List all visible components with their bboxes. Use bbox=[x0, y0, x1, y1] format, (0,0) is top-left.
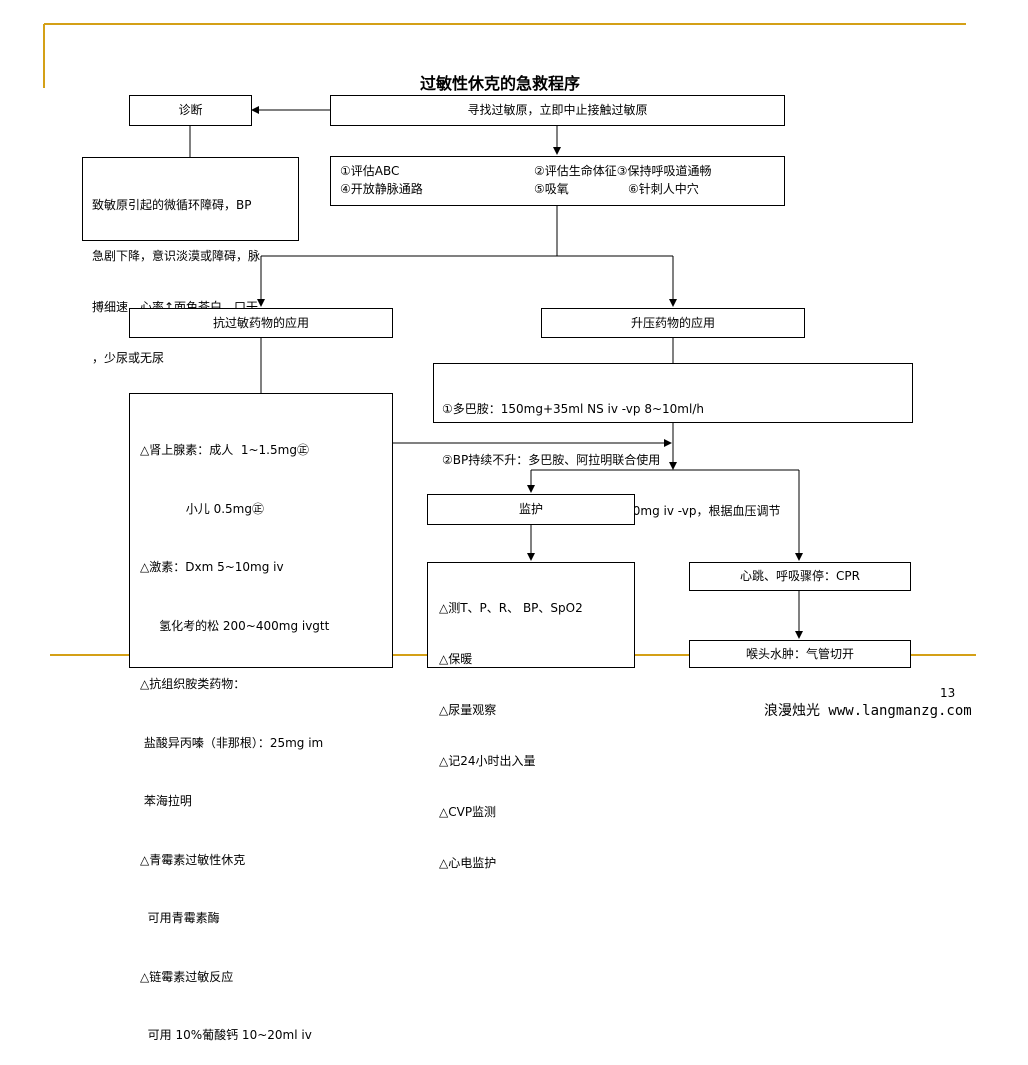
monitoring-line: △尿量观察 bbox=[439, 703, 497, 717]
anti-allergy-line: 苯海拉明 bbox=[140, 794, 192, 808]
anti-allergy-line: △激素：Dxm 5~10mg iv bbox=[140, 560, 284, 574]
diagnosis-label: 诊断 bbox=[178, 103, 203, 117]
vasopressor-box: 升压药物的应用 bbox=[541, 308, 805, 338]
monitoring-box: 监护 bbox=[427, 494, 635, 525]
monitoring-label: 监护 bbox=[518, 502, 543, 516]
diagram-title: 过敏性休克的急救程序 bbox=[419, 74, 580, 93]
anti-allergy-line: 可用 10%葡酸钙 10~20ml iv bbox=[140, 1028, 312, 1042]
anti-allergy-label: 抗过敏药物的应用 bbox=[212, 315, 309, 330]
anti-allergy-line: 可用青霉素酶 bbox=[140, 911, 220, 925]
diagnosis-detail-line: 致敏原引起的微循环障碍，BP bbox=[92, 198, 252, 212]
cpr-label: 心跳、呼吸骤停：CPR bbox=[740, 569, 860, 583]
step-assess-abc: ①评估ABC bbox=[340, 164, 400, 178]
tracheotomy-label: 喉头水肿：气管切开 bbox=[745, 646, 854, 661]
diagnosis-box: 诊断 bbox=[129, 95, 252, 126]
anti-allergy-line: 氢化考的松 200~400mg ivgtt bbox=[140, 618, 330, 633]
anti-allergy-line: △青霉素过敏性休克 bbox=[140, 852, 246, 867]
find-allergen-box: 寻找过敏原，立即中止接触过敏原 bbox=[330, 95, 785, 126]
monitoring-line: △记24小时出入量 bbox=[439, 754, 536, 768]
footer-watermark: 浪漫烛光 www.langmanzg.com bbox=[764, 703, 972, 719]
anti-allergy-line: △肾上腺素：成人 1~1.5mg㊣ bbox=[140, 443, 309, 457]
monitoring-line: △CVP监测 bbox=[439, 805, 497, 819]
step-vitals-airway: ②评估生命体征③保持呼吸道通畅 bbox=[534, 164, 712, 178]
vasopressor-label: 升压药物的应用 bbox=[630, 315, 715, 330]
find-allergen-label: 寻找过敏原，立即中止接触过敏原 bbox=[467, 103, 648, 117]
diagnosis-detail-line: 急剧下降，意识淡漠或障碍，脉 bbox=[92, 249, 261, 263]
vasopressor-details-box: ①多巴胺：150mg+35ml NS iv -vp 8~10ml/h ②BP持续… bbox=[433, 363, 913, 518]
anti-allergy-line: △链霉素过敏反应 bbox=[140, 969, 234, 984]
diagnosis-detail-line: ，少尿或无尿 bbox=[92, 351, 165, 365]
cpr-box: 心跳、呼吸骤停：CPR bbox=[689, 562, 911, 591]
diagnosis-details-box: 致敏原引起的微循环障碍，BP 急剧下降，意识淡漠或障碍，脉 搏细速，心率↑面色苍… bbox=[82, 157, 299, 365]
anti-allergy-line: 盐酸异丙嗪（非那根）：25mg im bbox=[140, 735, 324, 750]
monitoring-line: △测T、P、R、 BP、SpO2 bbox=[439, 601, 583, 615]
monitoring-line: △心电监护 bbox=[439, 856, 497, 870]
monitoring-line: △保暖 bbox=[439, 652, 473, 666]
step-oxygen: ⑤吸氧 bbox=[534, 182, 569, 196]
page-number: 13 bbox=[940, 686, 956, 700]
anti-allergy-box: 抗过敏药物的应用 bbox=[129, 308, 393, 338]
anti-allergy-line: △抗组织胺类药物： bbox=[140, 677, 246, 691]
vasopressor-line: ②BP持续不升：多巴胺、阿拉明联合使用 bbox=[442, 453, 661, 467]
monitoring-details-box: △测T、P、R、 BP、SpO2 △保暖 △尿量观察 △记24小时出入量 △CV… bbox=[427, 562, 635, 870]
vasopressor-line: ①多巴胺：150mg+35ml NS iv -vp 8~10ml/h bbox=[442, 402, 704, 416]
step-iv-access: ④开放静脉通路 bbox=[340, 182, 423, 196]
anti-allergy-line: 小儿 0.5mg㊣ bbox=[140, 501, 264, 516]
first-steps-box: ①评估ABC ②评估生命体征③保持呼吸道通畅 ④开放静脉通路 ⑤吸氧 ⑥针刺人中… bbox=[330, 156, 785, 206]
anti-allergy-details-box: △肾上腺素：成人 1~1.5mg㊣ 小儿 0.5mg㊣ △激素：Dxm 5~10… bbox=[129, 393, 393, 1042]
step-acupuncture: ⑥针刺人中穴 bbox=[628, 182, 699, 196]
tracheotomy-box: 喉头水肿：气管切开 bbox=[689, 640, 911, 668]
